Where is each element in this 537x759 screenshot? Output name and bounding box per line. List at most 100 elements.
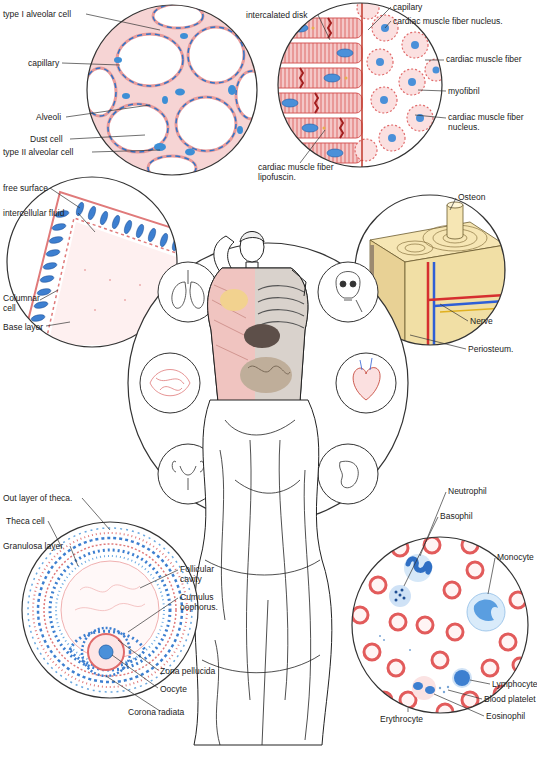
leader-line [450, 198, 456, 210]
leader-line [418, 90, 446, 91]
blood-smear-view [364, 644, 380, 660]
basophil [399, 594, 402, 597]
cardiac-muscle-view [282, 24, 353, 157]
leader-line [62, 63, 120, 65]
statue-figure [248, 366, 290, 374]
follicle-view [50, 550, 170, 670]
leader-line [70, 135, 145, 139]
cardiac-muscle-view [272, 93, 360, 113]
monocyte [474, 599, 498, 621]
follicle-view [75, 585, 145, 611]
epithelium-view [84, 269, 86, 271]
cardiac-muscle-view [407, 105, 433, 131]
bone-view [397, 225, 487, 255]
statue-figure [240, 232, 264, 262]
part-label: Alveoli [36, 112, 61, 122]
platelets [379, 635, 449, 693]
organ-ring [340, 461, 359, 488]
leader-line [92, 150, 160, 152]
platelets [439, 687, 441, 689]
part-label: cardiac muscle fiber nucleus. [448, 112, 533, 132]
epithelium-view [75, 201, 85, 216]
bone-view [447, 202, 463, 208]
organ-ring [344, 300, 362, 312]
statue-figure [279, 440, 288, 700]
part-label: Blood platelet [484, 694, 536, 704]
epithelium-view [135, 223, 145, 238]
epithelium-view [147, 227, 157, 242]
cardiac-muscle-view [272, 118, 360, 138]
leader-line [40, 7, 495, 716]
leader-line [46, 322, 70, 326]
cardiac-muscle-view [324, 74, 340, 82]
epithelium-view [109, 279, 111, 281]
statue-figure [205, 265, 310, 405]
basophil [395, 599, 398, 602]
blood-smear-view [493, 538, 507, 552]
basophil [403, 597, 406, 600]
statue-figure [262, 600, 268, 745]
bone-view [405, 245, 505, 350]
part-label: Out layer of theca. [3, 493, 72, 503]
part-label: Periosteum. [468, 344, 513, 354]
statue-figure [258, 286, 304, 328]
cardiac-muscle-view [411, 41, 419, 49]
cardiac-muscle-view [361, 0, 363, 170]
leader-line [40, 290, 58, 300]
statue-figure [205, 560, 320, 575]
follicle-view [38, 538, 182, 682]
bone-view [428, 295, 505, 300]
leader-line [128, 598, 178, 632]
statue-figure [246, 440, 251, 700]
statue-figure [220, 450, 225, 620]
organ-ring [172, 461, 204, 490]
leader-line [86, 14, 160, 30]
cardiac-muscle-view [312, 27, 315, 30]
part-label: cardiac muscle fiber [446, 54, 536, 64]
cardiac-muscle-view [282, 99, 298, 107]
lymphocyte [454, 670, 470, 686]
part-label: type I alveolar cell [3, 9, 71, 19]
organ-ring [318, 262, 378, 322]
leader-line [385, 21, 391, 28]
cardiac-muscle-view [371, 87, 397, 113]
lymphocyte [452, 668, 472, 688]
basophil [389, 585, 411, 607]
cardiac-muscle-view [345, 77, 348, 80]
cardiac-muscle-view [272, 143, 360, 163]
part-label: Nerve [470, 316, 493, 326]
cardiac-muscle-view [328, 18, 331, 38]
part-label: intercellular fluid [3, 208, 64, 218]
bone-view [397, 241, 433, 255]
leader-line [488, 558, 495, 594]
alveoli-view [162, 96, 168, 104]
epithelium-view [159, 232, 169, 247]
alveoli-view [122, 93, 130, 99]
follicle-view [82, 628, 130, 676]
alveoli-view [185, 149, 195, 156]
leader-line [440, 304, 468, 321]
leader-line [78, 213, 95, 232]
part-label: Osteon [458, 192, 485, 202]
blood-smear-view [392, 540, 408, 556]
blood-smear-view [500, 634, 516, 650]
epithelium-view [139, 284, 141, 286]
basophil [389, 585, 411, 607]
cardiac-muscle-view [380, 96, 388, 104]
statue-figure [244, 324, 280, 348]
cardiac-muscle-view [402, 32, 428, 58]
bone-view [447, 205, 463, 239]
part-label: intercalated disk [246, 10, 307, 20]
organ-ring [350, 281, 356, 287]
platelets [409, 649, 411, 651]
part-label: Lymphocyte [492, 679, 537, 689]
cardiac-muscle-view [272, 118, 362, 138]
bone-view [434, 301, 505, 306]
alveoli-view [175, 89, 185, 96]
epithelium-view [49, 236, 64, 245]
cardiac-muscle-view [272, 43, 360, 63]
leader-line [112, 655, 158, 688]
leader-line [106, 676, 160, 711]
